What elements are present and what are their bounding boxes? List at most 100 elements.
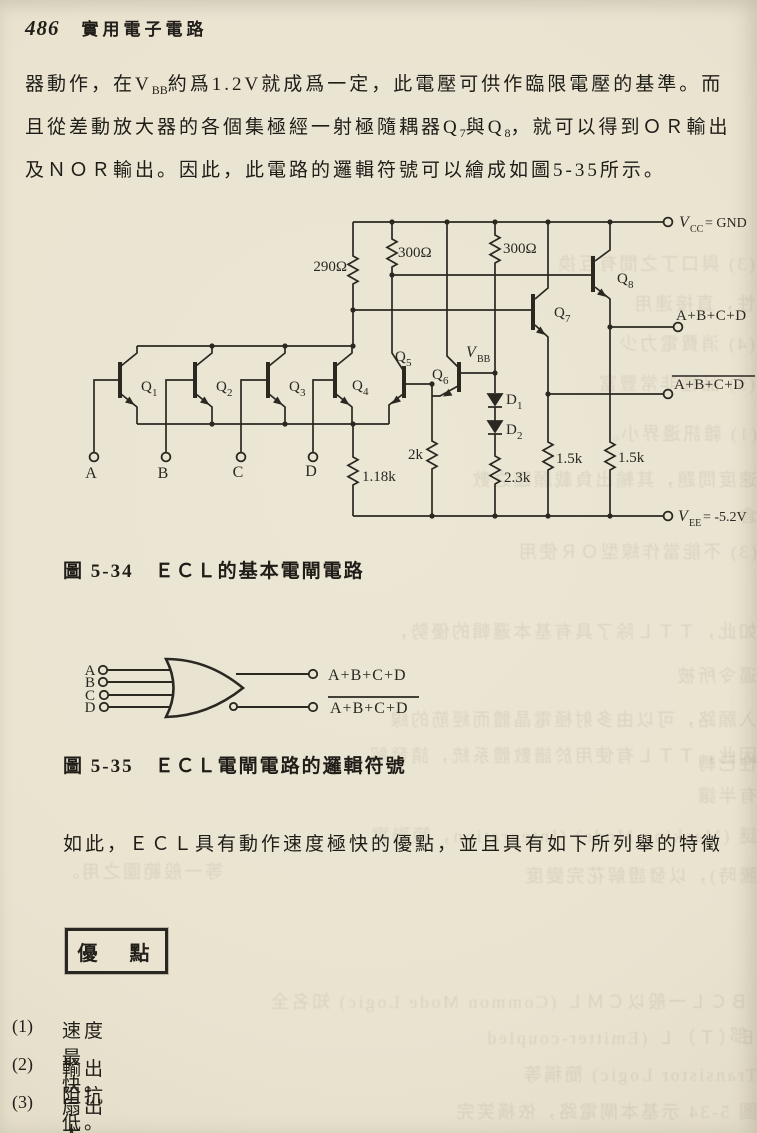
paragraph-line: 及ＮＯＲ輸出。因此，此電路的邏輯符號可以繪成如圖5-35所示。 [25,160,666,181]
logic-symbol-labels: A B C D A+B+C+D A+B+C+D [85,663,409,717]
page-number: 486 [25,16,60,40]
nor-output-terminal [662,388,674,400]
q5-wires [388,383,432,424]
q2-sub: 2 [227,387,233,399]
q3-sub: 3 [300,387,306,399]
q5-sub: 5 [406,357,412,369]
q4-label: Q [352,378,363,394]
q4-sub: 4 [363,386,369,398]
q2-label: Q [216,379,227,395]
q8-branch [594,222,617,516]
vee-sub: EE [689,518,701,529]
figure-5-34-caption: 圖 5-34 ＥＣＬ的基本電閘電路 [63,561,365,582]
junction-dots [209,219,613,519]
gate-input-c: C [85,688,95,704]
resistor-2k-label: 2k [408,447,424,463]
text-run: 且從差動放大器的各個集極經一射極隨耦器Q [25,117,460,138]
subscript: BB [151,83,168,97]
q6-sub: 6 [443,375,449,387]
resistor-1-18k [346,424,360,516]
ecl-circuit-diagram [88,216,684,522]
resistor-1-5k-b-label: 1.5k [618,450,645,466]
gate-input-a: A [85,663,96,679]
input-b-terminal [160,451,172,463]
text-run: 與Q [465,117,505,138]
list-item: (1) 速度最快。 [12,1016,103,1096]
gate-nor-label: A+B+C+D [330,700,409,717]
diode-d1 [486,393,504,407]
q7-sub: 7 [565,313,571,325]
resistor-300a-label: 300Ω [398,245,432,261]
advantages-box: 優 點 [65,928,168,974]
vcc-sub: CC [690,224,704,235]
paragraph-line: 且從差動放大器的各個集極經一射極隨耦器Q7與Q8，就可以得到ＯＲ輸出 [25,112,730,141]
q8-label: Q [617,271,628,287]
vbb-label: V [466,344,478,361]
resistor-290-label: 290Ω [313,259,347,275]
q6-label: Q [432,367,443,383]
list-item-text: 輸出阻抗低。 [62,1059,107,1133]
list-item: (2) 輸出阻抗低。 [12,1054,103,1133]
input-a-label: A [85,465,97,482]
resistor-1-18k-label: 1.18k [362,469,396,485]
vee-eq: = -5.2V [703,510,747,525]
q5-label: Q [395,349,406,365]
q6-wires [432,372,495,397]
paragraph-line: 如此，ＥＣＬ具有動作速度極快的優點，並且具有如下所列舉的特徵 [63,834,724,855]
subscript: 7 [459,126,466,140]
list-item-number: (3) [12,1092,33,1112]
list-item: (3) 扇出大。 [12,1092,103,1133]
or-gate-body [163,657,246,719]
gate-input-b: B [85,675,95,691]
diode-d2 [486,420,504,434]
input-d-terminal [307,451,319,463]
or-output-terminal [672,321,684,333]
text-run: 器動作，在V [25,74,152,95]
resistor-2-3k-label: 2.3k [504,470,531,486]
logic-symbol-diagram [97,657,419,719]
circuit-labels: 290Ω 300Ω 300Ω 1.18k 2k 2.3k 1.5k 1.5k Q… [85,214,755,529]
figure-5-35-caption: 圖 5-35 ＥＣＬ電閘電路的邏輯符號 [63,756,407,777]
q1-sub: 1 [152,387,158,399]
page-header: 486 實用電子電路 [25,15,208,41]
nor-output-label: A+B+C+D [674,377,745,393]
d2-label: D [506,422,517,438]
resistor-290 [346,222,360,346]
d2-sub: 2 [517,430,523,442]
q7-label: Q [554,305,565,321]
list-item-text: 速度最快。 [62,1021,107,1096]
gate-or-label: A+B+C+D [328,667,407,684]
input-d-label: D [305,463,317,480]
resistor-2-3k [488,433,502,516]
gate-output-wires [236,673,309,708]
vee-terminal [662,510,674,522]
input-c-label: C [233,464,244,481]
resistor-1-5k-a-label: 1.5k [556,451,583,467]
list-item-number: (1) [12,1016,33,1036]
wire-q6-collector [446,222,459,368]
input-a-terminal [88,451,100,463]
d1-label: D [506,392,517,408]
nor-bubble [228,701,239,712]
input-b-label: B [158,465,169,482]
q3-label: Q [289,379,300,395]
resistor-2k [425,384,439,516]
or-output-label: A+B+C+D [676,308,747,324]
vbb-sub: BB [477,354,491,365]
resistor-300a [385,222,404,371]
text-run: 約爲1.2V就成爲一定，此電壓可供作臨限電壓的基準。而 [167,74,724,95]
q1-label: Q [141,379,152,395]
resistor-300b-label: 300Ω [503,241,537,257]
list-item-number: (2) [12,1054,33,1074]
vcc-eq: = GND [705,216,747,231]
resistor-300b [488,222,502,393]
terminals [88,216,684,522]
q1-wires [93,346,138,452]
book-title: 實用電子電路 [81,20,208,39]
q4-wires [312,346,353,452]
vee-label: V [678,508,690,525]
q7-branch [534,222,555,516]
diode-d1-bar [488,406,502,421]
emitter-arrows [125,288,607,405]
